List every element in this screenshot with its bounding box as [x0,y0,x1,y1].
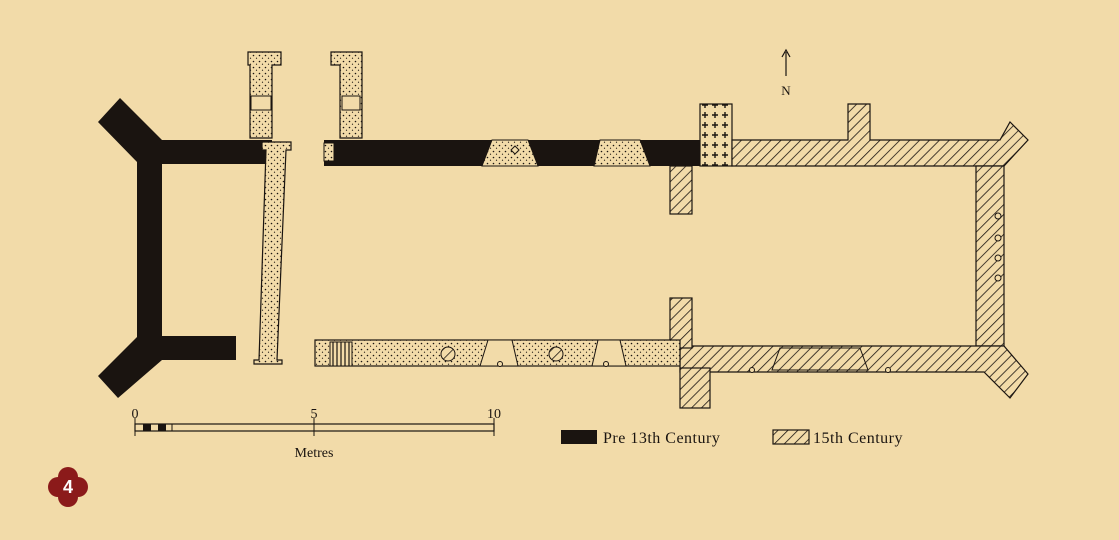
south-nave-wall [314,339,681,367]
legend-swatch-solid [561,430,597,444]
crossed-block [699,103,733,167]
chancel-east-wall [975,165,1005,347]
legend-swatch-hatch [772,429,810,445]
scale-tick-5: 5 [311,407,318,422]
scale-unit-label: Metres [295,446,334,461]
north-porch-right [330,51,363,139]
north-label: N [781,83,791,98]
legend-label-15th: 15th Century [813,430,903,447]
west-wall-dotted [253,141,292,365]
north-porch-left [247,51,282,139]
north-arrow: N [781,48,791,98]
scale-tick-10: 10 [487,407,501,422]
figure-number: 4 [62,476,73,497]
north-nave-wall [323,139,708,167]
legend-label-pre-13th: Pre 13th Century [603,430,720,447]
chancel-south-wall [679,345,1029,399]
chancel-north-wall [731,103,1029,167]
chancel-arch-north-pier [669,165,693,215]
scale-tick-0: 0 [132,407,139,422]
legend: Pre 13th Century 15th Century [561,429,903,447]
quatrefoil-icon [48,467,88,507]
chancel-arch-south-pier [669,297,711,409]
figure-number-badge: 4 [47,466,89,508]
west-tower [98,98,272,398]
scale-bar: 0 5 10 Metres [132,407,502,461]
